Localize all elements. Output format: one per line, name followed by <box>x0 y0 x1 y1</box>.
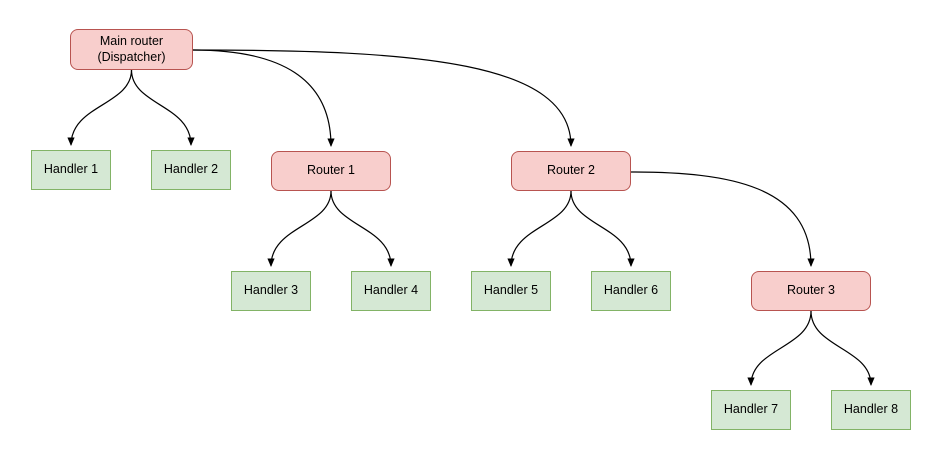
node-handler-2[interactable]: Handler 2 <box>151 150 231 190</box>
node-label-handler-2: Handler 2 <box>163 162 219 177</box>
node-handler-8[interactable]: Handler 8 <box>831 390 911 430</box>
node-label-handler-8: Handler 8 <box>843 402 899 417</box>
node-label-handler-6: Handler 6 <box>603 283 659 298</box>
node-label-handler-5: Handler 5 <box>483 283 539 298</box>
node-label-handler-7: Handler 7 <box>723 402 779 417</box>
node-label-router-3: Router 3 <box>787 283 835 298</box>
edge-main-to-router-1 <box>192 49 335 147</box>
node-label-handler-4: Handler 4 <box>363 283 419 298</box>
node-router-1[interactable]: Router 1 <box>271 151 391 191</box>
edge-router-1-to-handler-4 <box>330 190 395 267</box>
edge-router-3-to-handler-8 <box>810 310 875 386</box>
node-handler-5[interactable]: Handler 5 <box>471 271 551 311</box>
node-label-main-router: Main router (Dispatcher) <box>97 33 166 64</box>
node-label-handler-3: Handler 3 <box>243 283 299 298</box>
edge-main-to-handler-2 <box>130 69 195 146</box>
edge-main-to-router-2 <box>192 49 575 147</box>
node-handler-4[interactable]: Handler 4 <box>351 271 431 311</box>
node-label-router-1: Router 1 <box>307 163 355 178</box>
node-main-router[interactable]: Main router (Dispatcher) <box>70 29 193 70</box>
node-handler-6[interactable]: Handler 6 <box>591 271 671 311</box>
edge-router-2-to-router-3 <box>630 171 815 267</box>
edge-group <box>67 49 875 386</box>
edge-router-3-to-handler-7 <box>747 310 812 386</box>
edge-main-to-handler-1 <box>67 69 133 146</box>
node-handler-1[interactable]: Handler 1 <box>31 150 111 190</box>
node-router-3[interactable]: Router 3 <box>751 271 871 311</box>
edge-router-1-to-handler-3 <box>267 190 332 267</box>
edge-router-2-to-handler-5 <box>507 190 572 267</box>
node-label-handler-1: Handler 1 <box>43 162 99 177</box>
node-handler-3[interactable]: Handler 3 <box>231 271 311 311</box>
node-handler-7[interactable]: Handler 7 <box>711 390 791 430</box>
node-label-router-2: Router 2 <box>547 163 595 178</box>
edge-router-2-to-handler-6 <box>570 190 635 267</box>
node-router-2[interactable]: Router 2 <box>511 151 631 191</box>
